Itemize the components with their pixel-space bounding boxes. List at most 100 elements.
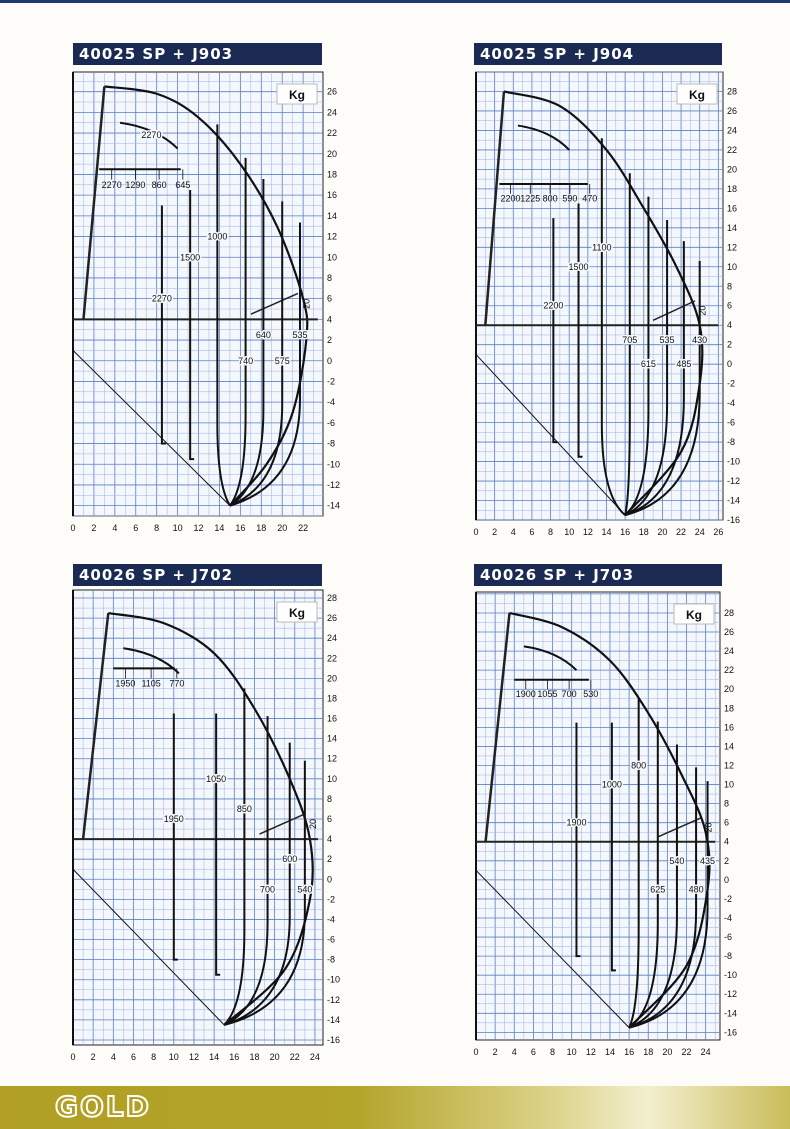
load-curve: [610, 722, 616, 972]
y-tick-label: 16: [727, 203, 737, 213]
base-limit-line: [475, 354, 626, 516]
upper-load-arc: [517, 124, 570, 151]
jib-load-label: 590: [562, 194, 577, 204]
load-curve: [215, 713, 221, 976]
y-tick-label: -10: [724, 970, 737, 980]
upper-load-label: 2270: [141, 130, 161, 140]
load-label: 1050: [206, 774, 226, 784]
y-tick-label: 12: [327, 754, 337, 764]
load-label: 535: [292, 330, 307, 340]
y-tick-label: 14: [327, 734, 337, 744]
chart-2: [475, 71, 724, 521]
y-tick-label: -6: [724, 932, 732, 942]
y-tick-label: 20: [727, 164, 737, 174]
y-tick-label: 8: [327, 794, 332, 804]
y-tick-label: 4: [327, 834, 332, 844]
x-tick-label: 8: [548, 527, 553, 537]
load-label: 1950: [164, 814, 184, 824]
y-tick-label: 2: [327, 335, 332, 345]
x-tick-label: 14: [605, 1047, 615, 1057]
load-label: 540: [669, 856, 684, 866]
y-tick-label: 28: [327, 593, 337, 603]
y-tick-label: -6: [327, 935, 335, 945]
boom-raised: [484, 91, 506, 326]
y-tick-label: -6: [727, 418, 735, 428]
load-curve: [624, 260, 701, 517]
x-tick-label: 0: [473, 527, 478, 537]
unit-label: Kg: [289, 88, 305, 102]
x-tick-label: 26: [713, 527, 723, 537]
jib-load-label: 530: [583, 689, 598, 699]
y-tick-label: 2: [724, 856, 729, 866]
y-tick-label: 18: [327, 169, 337, 179]
x-tick-label: 16: [620, 527, 630, 537]
y-tick-label: -14: [727, 496, 740, 506]
load-curve: [577, 203, 583, 458]
load-label: 740: [238, 356, 253, 366]
x-tick-label: 2: [91, 523, 96, 533]
jib-load-label: 1290: [125, 180, 145, 190]
unit-box: [676, 83, 718, 105]
y-tick-label: 2: [727, 340, 732, 350]
load-curve: [189, 189, 195, 461]
chart-title-4: 40026 SP + J703: [474, 564, 722, 586]
y-tick-label: 16: [724, 722, 734, 732]
y-tick-label: 6: [727, 301, 732, 311]
load-curve: [223, 688, 246, 1026]
base-limit-line: [475, 869, 630, 1028]
load-label: 2200: [543, 301, 563, 311]
y-tick-label: 22: [327, 128, 337, 138]
load-label: 700: [260, 884, 275, 894]
y-tick-label: -16: [327, 1035, 340, 1045]
load-label: 485: [676, 359, 691, 369]
chart-title-3: 40026 SP + J702: [73, 564, 322, 586]
load-label: 600: [282, 854, 297, 864]
x-tick-label: 4: [111, 1052, 116, 1062]
load-curve: [628, 698, 640, 1029]
boom-raised: [484, 612, 511, 842]
load-label: 850: [237, 804, 252, 814]
footer-band: GOLD: [0, 1086, 790, 1129]
jib-inclined: [652, 300, 696, 322]
y-tick-label: 18: [724, 703, 734, 713]
y-tick-label: 18: [727, 184, 737, 194]
load-curve: [628, 744, 678, 1029]
outer-envelope-curve: [503, 90, 704, 516]
y-tick-label: 20: [327, 149, 337, 159]
y-tick-label: 14: [724, 741, 734, 751]
load-curve: [223, 742, 291, 1026]
load-curve: [223, 760, 306, 1026]
x-tick-label: 18: [249, 1052, 259, 1062]
x-tick-label: 18: [256, 523, 266, 533]
load-label: 535: [660, 335, 675, 345]
jib-load-label: 1225: [520, 194, 540, 204]
load-curve: [624, 220, 669, 517]
load-label: 435: [700, 856, 715, 866]
jib-load-label: 1105: [141, 678, 160, 688]
unit-box: [276, 601, 318, 623]
y-tick-label: -8: [327, 955, 335, 965]
y-tick-label: 8: [727, 281, 732, 291]
chart-title-2: 40025 SP + J904: [474, 43, 722, 65]
y-tick-label: 22: [724, 665, 734, 675]
y-tick-label: 0: [327, 874, 332, 884]
load-label: 625: [650, 884, 665, 894]
y-tick-label: 18: [327, 693, 337, 703]
y-tick-label: 6: [724, 818, 729, 828]
x-tick-label: 24: [695, 527, 705, 537]
x-tick-label: 8: [550, 1047, 555, 1057]
x-tick-label: 20: [277, 523, 287, 533]
unit-box: [673, 603, 715, 625]
y-tick-label: -12: [327, 995, 340, 1005]
x-tick-label: 4: [112, 523, 117, 533]
y-tick-label: 0: [724, 875, 729, 885]
y-tick-label: 0: [327, 356, 332, 366]
x-tick-label: 12: [583, 527, 593, 537]
x-tick-label: 2: [91, 1052, 96, 1062]
y-tick-label: -4: [727, 398, 735, 408]
jib-load-label: 1055: [537, 689, 557, 699]
y-tick-label: 12: [327, 232, 337, 242]
load-curve: [552, 218, 558, 444]
x-tick-label: 10: [564, 527, 574, 537]
upper-load-arc: [523, 645, 578, 671]
